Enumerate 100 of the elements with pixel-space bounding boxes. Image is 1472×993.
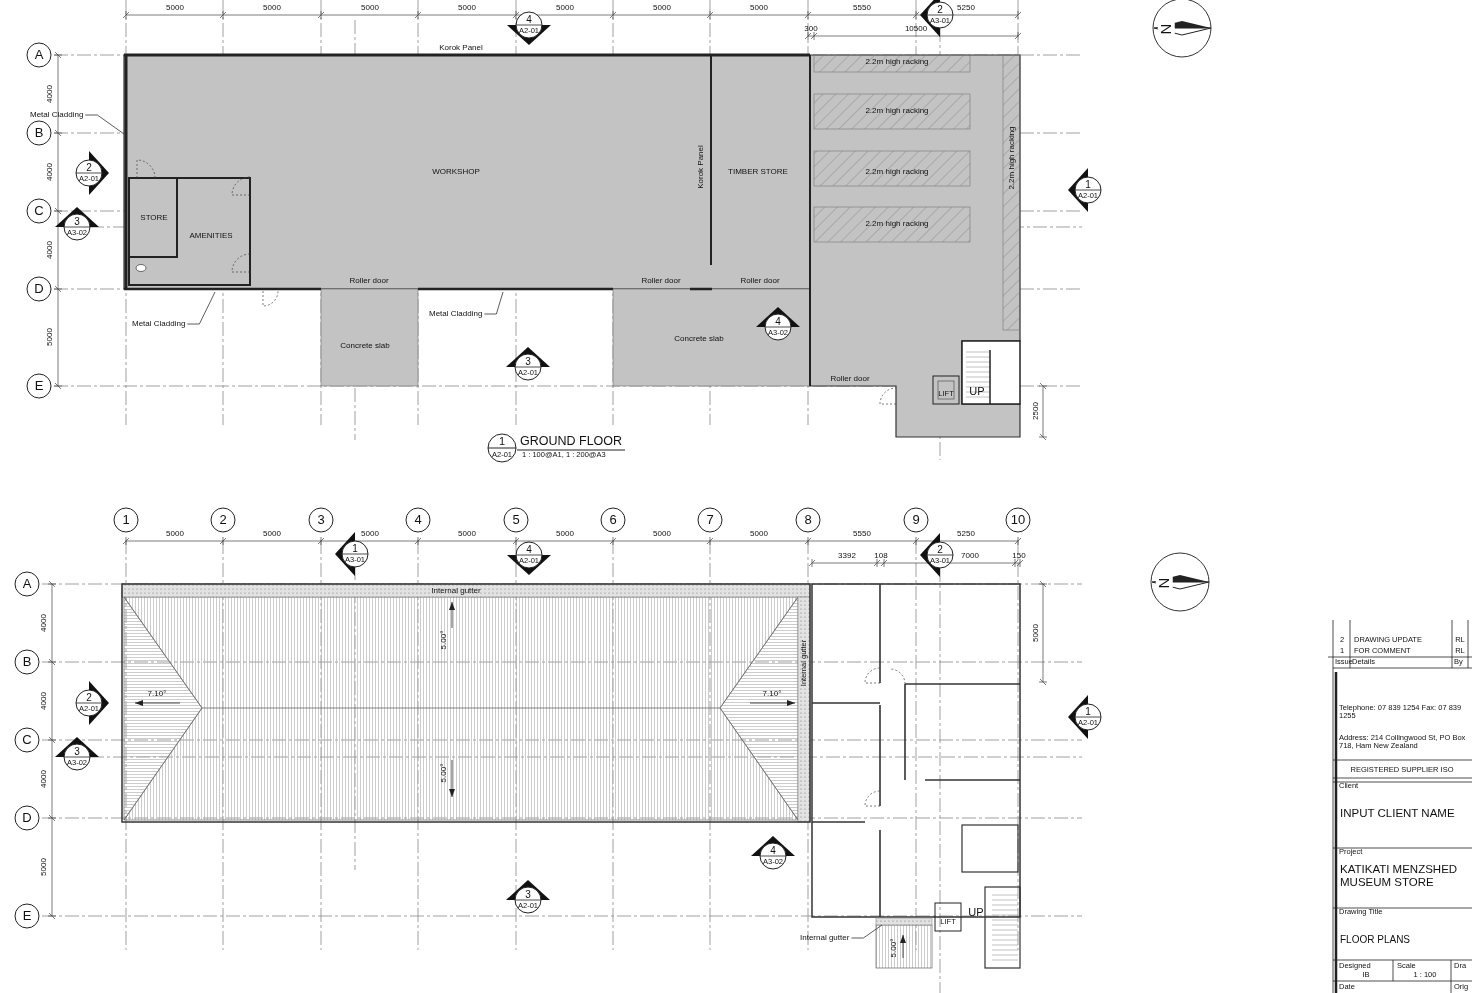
section-number: 2 — [86, 691, 92, 703]
dimension-text: 150 — [1012, 551, 1026, 561]
dimension-text: 5550 — [853, 3, 871, 13]
grid-label: D — [34, 281, 44, 297]
dimension-text: 5000 — [263, 529, 281, 539]
room-label: WORKSHOP — [432, 167, 480, 177]
gutter-strip — [875, 917, 933, 926]
slope-label: 5.00° — [439, 630, 449, 650]
annotation-text: Roller door — [641, 276, 681, 286]
dimension-text: 5000 — [263, 3, 281, 13]
grid-label: B — [22, 654, 32, 670]
grid-label: C — [34, 203, 44, 219]
leader-line — [84, 114, 125, 135]
dimension-text: 5000 — [39, 858, 49, 876]
annotation-text: Korok Panel — [696, 145, 706, 189]
dimension-text: 5000 — [361, 3, 379, 13]
annotation-text: UP — [968, 905, 984, 919]
dimension-text: 5000 — [361, 529, 379, 539]
grid-label: D — [22, 810, 32, 826]
section-number: 1 — [1085, 178, 1091, 190]
dimension-text: 4000 — [45, 241, 55, 259]
section-number: 2 — [937, 543, 943, 555]
grid-label: 5 — [512, 512, 520, 528]
dimension-text: 5000 — [166, 3, 184, 13]
client-name: INPUT CLIENT NAME — [1340, 806, 1455, 820]
dimension-text: 5000 — [1031, 624, 1041, 642]
room-label: AMENITIES — [189, 231, 233, 241]
dimension-text: 5000 — [556, 3, 574, 13]
dimension-text: 5250 — [957, 529, 975, 539]
dimension-text: 5000 — [458, 3, 476, 13]
section-number: 4 — [526, 13, 532, 25]
dimension-text: 4000 — [39, 614, 49, 632]
leader-label: Metal Cladding — [132, 319, 186, 329]
leader-line — [187, 291, 216, 325]
grid-label: C — [22, 732, 32, 748]
dimension-text: 2500 — [1031, 402, 1041, 420]
annotation-text: Korok Panel — [439, 43, 483, 53]
north-label: N — [1157, 22, 1175, 36]
section-number: 3 — [525, 355, 531, 367]
grid-label: 9 — [912, 512, 920, 528]
dimension-text: 5250 — [957, 3, 975, 13]
grid-label: 1 — [122, 512, 130, 528]
annotation-text: UP — [969, 384, 985, 398]
room-label: STORE — [140, 213, 168, 223]
grid-label: 10 — [1010, 512, 1026, 528]
section-number: 2 — [937, 3, 943, 15]
annotation-text: 2.2m high racking — [1007, 126, 1017, 190]
dimension-text: 5000 — [653, 529, 671, 539]
room-label: TIMBER STORE — [728, 167, 788, 177]
grid-label: E — [34, 378, 44, 394]
leader-label: Metal Cladding — [429, 309, 483, 319]
dimension-text: 4000 — [39, 692, 49, 710]
drawing-title: FLOOR PLANS — [1340, 933, 1411, 945]
dimension-text: 5000 — [750, 3, 768, 13]
section-number: 4 — [526, 543, 532, 555]
grid-label: 8 — [804, 512, 812, 528]
section-number: 3 — [74, 215, 80, 227]
grid-label: E — [22, 908, 32, 924]
annotation-text: Concrete slab — [674, 334, 724, 344]
dimension-text: 300 — [804, 24, 818, 34]
section-number: 1 — [352, 542, 358, 554]
dimension-text: 5000 — [556, 529, 574, 539]
dimension-text: 5550 — [853, 529, 871, 539]
annotation-text: 2.2m high racking — [865, 167, 929, 177]
slope-label: 5.00° — [439, 763, 449, 783]
dimension-text: 5000 — [458, 529, 476, 539]
section-number: 4 — [770, 844, 776, 856]
leader-label: Metal Cladding — [30, 110, 84, 120]
dimension-text: 5000 — [166, 529, 184, 539]
grid-label: 4 — [414, 512, 422, 528]
grid-label: A — [34, 47, 44, 63]
section-number: 3 — [74, 745, 80, 757]
annotation-text: 2.2m high racking — [865, 106, 929, 116]
section-number: 3 — [525, 888, 531, 900]
grid-label: 7 — [706, 512, 714, 528]
dimension-text: 10500 — [904, 24, 928, 34]
leader-line — [484, 291, 504, 315]
slope-label: 7.10° — [762, 689, 782, 699]
project-name: KATIKATI MENZSHED MUSEUM STORE — [1340, 863, 1459, 889]
section-number: 2 — [86, 161, 92, 173]
view-title: GROUND FLOOR — [520, 435, 623, 449]
leader-label: Internal gutter — [800, 933, 850, 943]
dimension-text: 4000 — [45, 85, 55, 103]
annotation-text: 2.2m high racking — [865, 219, 929, 229]
annotation-text: 2.2m high racking — [865, 57, 929, 67]
dimension-text: 4000 — [45, 163, 55, 181]
grid-label: 2 — [219, 512, 227, 528]
annotation-text: Roller door — [740, 276, 780, 286]
section-number: 4 — [775, 315, 781, 327]
dimension-text: 5000 — [750, 529, 768, 539]
grid-label: 3 — [317, 512, 325, 528]
dimension-text: 4000 — [39, 770, 49, 788]
annotation-text: Roller door — [349, 276, 389, 286]
dimension-text: 3392 — [838, 551, 856, 561]
slope-label: 5.00° — [889, 938, 899, 958]
dimension-text: 5000 — [45, 328, 55, 346]
annotation-text: Roller door — [830, 374, 870, 384]
dimension-text: 7000 — [961, 551, 979, 561]
annotation-text: Internal gutter — [431, 586, 481, 596]
leader-line — [851, 924, 883, 939]
